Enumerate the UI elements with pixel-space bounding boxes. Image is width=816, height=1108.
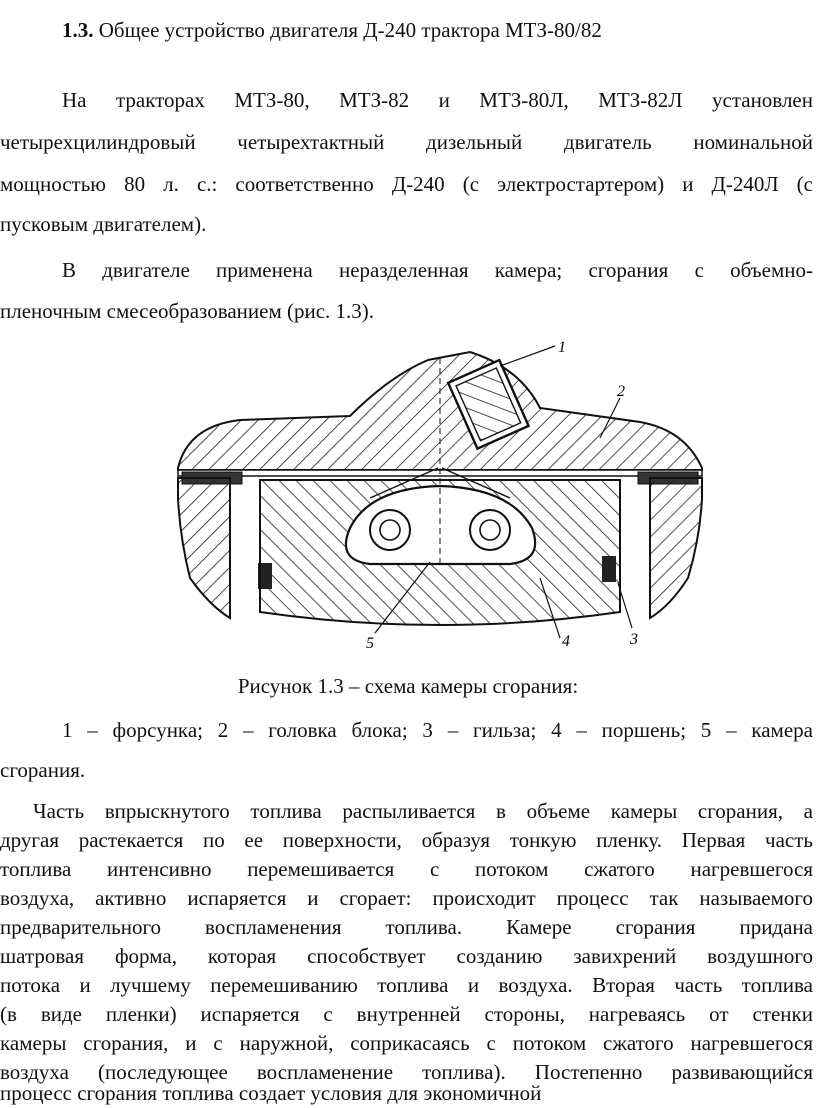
paragraph-line: другая растекается по ее поверхности, об… [0, 828, 813, 852]
paragraph-line: На тракторах МТЗ-80, МТЗ-82 и МТЗ-80Л, М… [62, 88, 813, 112]
section-heading: 1.3. Общее устройство двигателя Д-240 тр… [62, 16, 602, 44]
paragraph-line: (в виде пленки) испаряется с внутренней … [0, 1002, 813, 1026]
section-number: 1.3. [62, 18, 94, 42]
label-1: 1 [558, 339, 566, 356]
figure-legend: сгорания. [0, 758, 86, 782]
combustion-chamber-diagram: 1 2 3 4 5 [177, 339, 703, 652]
paragraph-line: Часть впрыскнутого топлива распыливается… [33, 799, 813, 823]
paragraph-line: пусковым двигателем). [0, 212, 207, 236]
label-5: 5 [366, 635, 374, 652]
paragraph-line: воздуха (последующее воспламенение топли… [0, 1060, 813, 1084]
paragraph-line: предварительного воспламенения топлива. … [0, 915, 813, 939]
paragraph-line: потока и лучшему перемешиванию топлива и… [0, 973, 813, 997]
paragraph-line: воздуха, активно испаряется и сгорает: п… [0, 886, 813, 910]
paragraph-line: камеры сгорания, и с наружной, соприкаса… [0, 1031, 813, 1055]
injector [446, 358, 531, 451]
paragraph-line: четырехцилиндровый четырехтактный дизель… [0, 130, 813, 154]
section-title: Общее устройство двигателя Д-240 трактор… [98, 18, 602, 42]
paragraph-line: пленочным смесеобразованием (рис. 1.3). [0, 299, 375, 323]
paragraph-line: шатровая форма, которая способствует соз… [0, 944, 813, 968]
paragraph-line: топлива интенсивно перемешивается с пото… [0, 857, 813, 881]
cylinder-liner-right [649, 477, 703, 620]
label-3: 3 [629, 631, 638, 648]
label-2: 2 [617, 383, 625, 400]
figure-legend: 1 – форсунка; 2 – головка блока; 3 – гил… [62, 718, 813, 742]
figure-caption: Рисунок 1.3 – схема камеры сгорания: [237, 674, 579, 698]
paragraph-line: мощностью 80 л. с.: соответственно Д-240… [0, 172, 813, 196]
paragraph-line: В двигателе применена неразделенная каме… [62, 258, 813, 282]
paragraph-line: процесс сгорания топлива создает условия… [0, 1081, 542, 1105]
label-4: 4 [562, 633, 570, 650]
cylinder-liner-left [177, 477, 231, 620]
combustion-chamber [344, 484, 537, 566]
